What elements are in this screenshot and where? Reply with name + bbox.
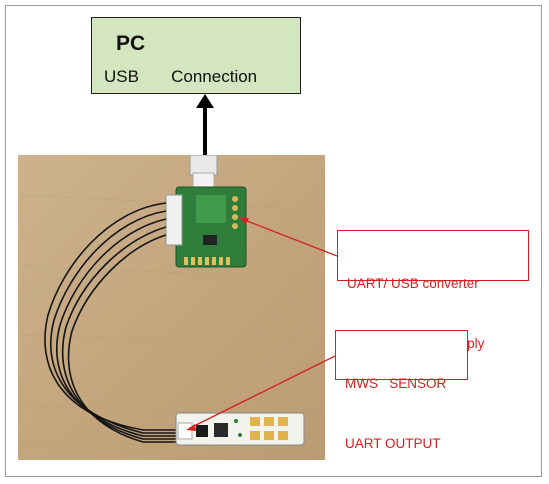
mws-leader-line <box>189 355 336 429</box>
mws-leader-arrowhead <box>186 424 196 431</box>
uart-leader-arrowhead <box>240 218 249 224</box>
uart-callout-line1: UART/ USB converter <box>347 276 479 291</box>
mws-callout-line2: UART OUTPUT <box>345 436 441 451</box>
mws-callout-line1: MWS SENSOR <box>345 376 447 391</box>
pc-title: PC <box>116 32 146 55</box>
converter-board <box>165 186 247 268</box>
wood-grain <box>18 194 325 452</box>
sensor-board <box>175 412 305 446</box>
uart-converter-callout: UART/ USB converter Including power supp… <box>337 230 529 351</box>
mws-sensor-callout: MWS SENSOR UART OUTPUT <box>335 330 468 451</box>
pc-subtitle: USB Connection <box>104 67 258 86</box>
uart-leader-line <box>241 218 338 257</box>
pc-box: PC USB Connection <box>91 17 301 94</box>
hardware-photo <box>18 155 325 460</box>
cable-bundle <box>44 202 176 443</box>
arrow-head <box>196 94 214 108</box>
